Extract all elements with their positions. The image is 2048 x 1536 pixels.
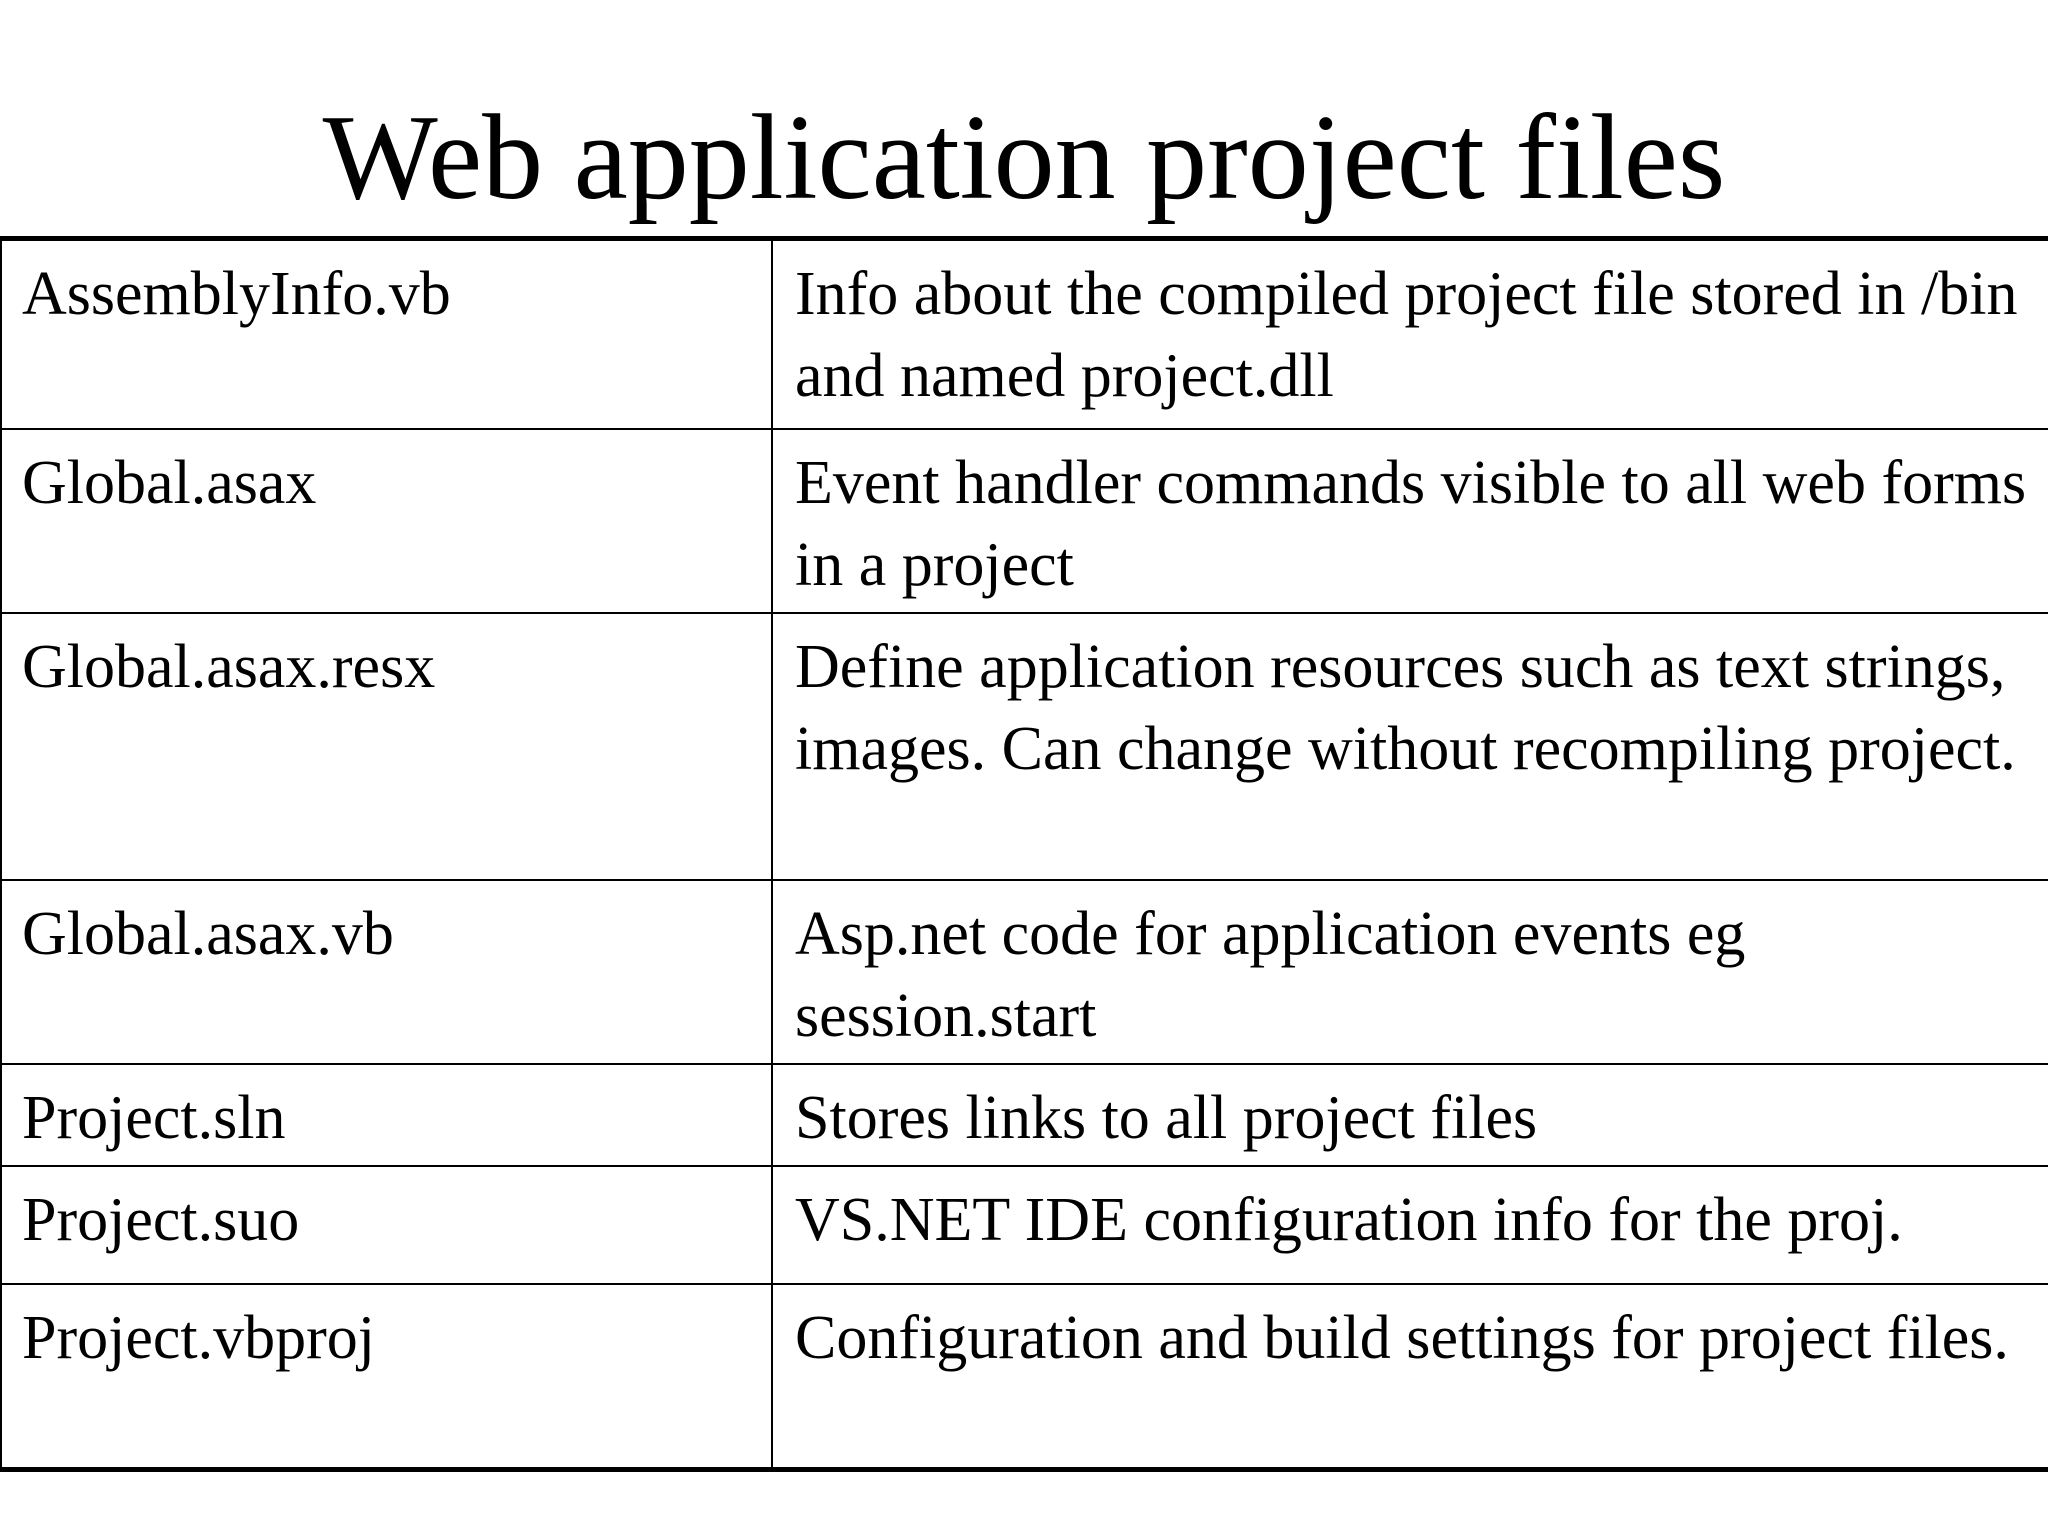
table-row: Project.suo VS.NET IDE configuration inf… — [0, 1164, 2048, 1284]
file-name-cell: Project.vbproj — [0, 1282, 773, 1470]
table-row: Project.sln Stores links to all project … — [0, 1062, 2048, 1166]
table-row: Global.asax Event handler commands visib… — [0, 427, 2048, 613]
table-row: Project.vbproj Configuration and build s… — [0, 1282, 2048, 1470]
table-row: Global.asax.vb Asp.net code for applicat… — [0, 878, 2048, 1064]
file-name-cell: Global.asax.vb — [0, 878, 773, 1064]
project-files-table: AssemblyInfo.vb Info about the compiled … — [0, 236, 2048, 1472]
file-name-cell: Global.asax.resx — [0, 611, 773, 880]
file-description-cell: Stores links to all project files — [771, 1062, 2048, 1166]
table-row: Global.asax.resx Define application reso… — [0, 611, 2048, 880]
file-description-cell: Asp.net code for application events eg s… — [771, 878, 2048, 1064]
file-name-cell: Project.sln — [0, 1062, 773, 1166]
file-description-cell: Define application resources such as tex… — [771, 611, 2048, 880]
table-row: AssemblyInfo.vb Info about the compiled … — [0, 238, 2048, 429]
file-description-cell: Event handler commands visible to all we… — [771, 427, 2048, 613]
file-description-cell: Info about the compiled project file sto… — [771, 238, 2048, 429]
slide-title: Web application project files — [322, 90, 1726, 225]
file-name-cell: AssemblyInfo.vb — [0, 238, 773, 429]
file-name-cell: Project.suo — [0, 1164, 773, 1284]
file-name-cell: Global.asax — [0, 427, 773, 613]
file-description-cell: VS.NET IDE configuration info for the pr… — [771, 1164, 2048, 1284]
file-description-cell: Configuration and build settings for pro… — [771, 1282, 2048, 1470]
